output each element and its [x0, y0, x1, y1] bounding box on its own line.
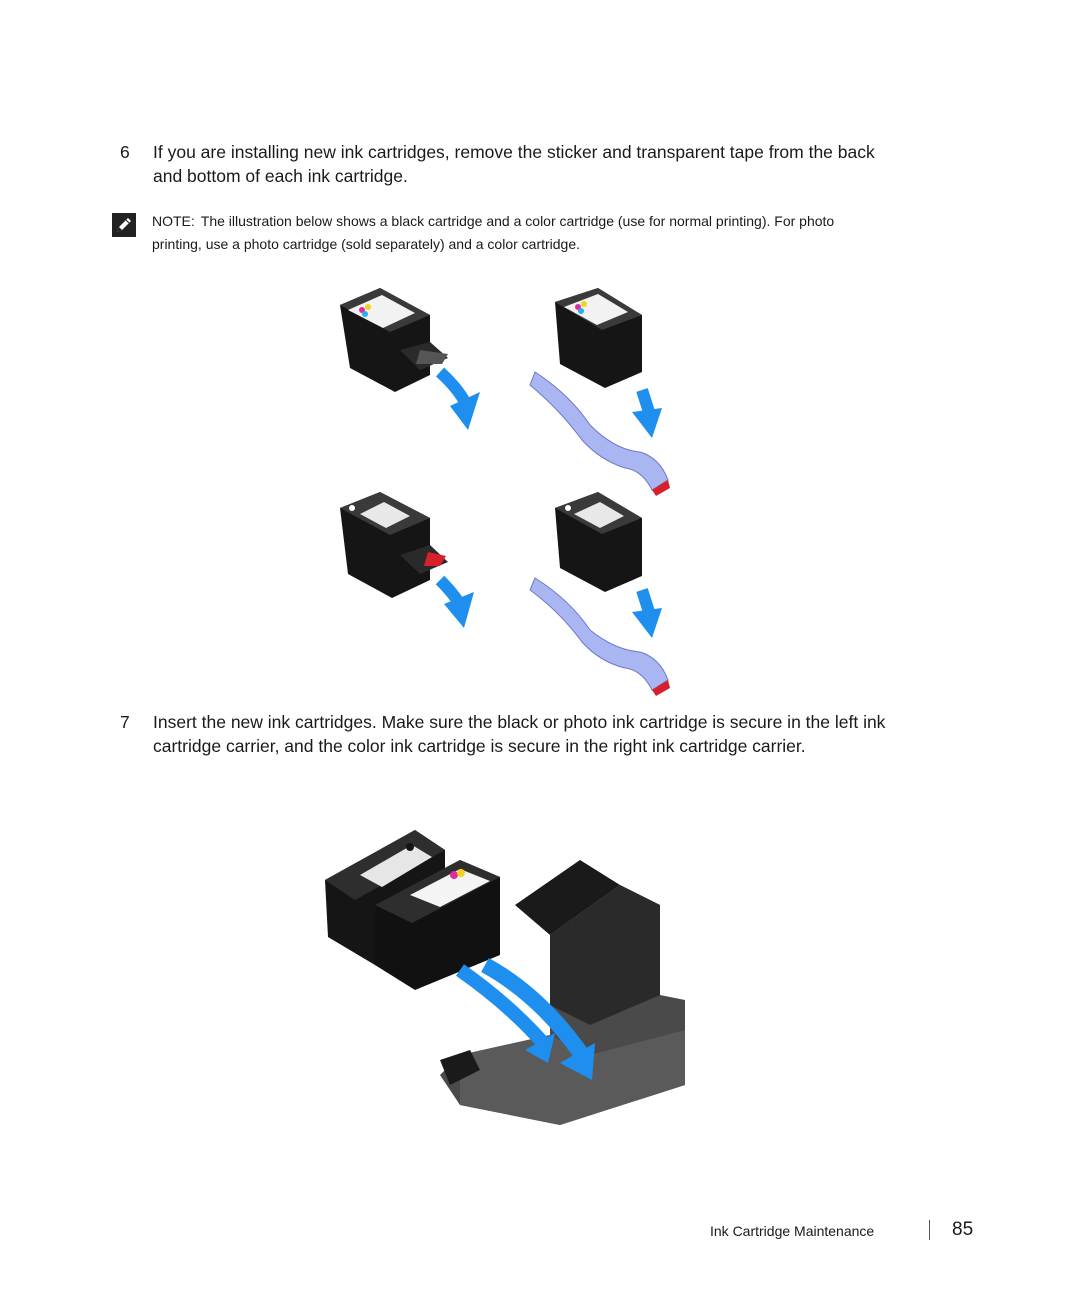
step-number: 7 [120, 712, 130, 732]
color-cartridge-sticker [340, 288, 448, 392]
step-7: 7 Insert the new ink cartridges. Make su… [120, 710, 900, 785]
step-number: 6 [120, 142, 130, 162]
page-number: 85 [952, 1219, 974, 1240]
step-text: If you are installing new ink cartridges… [153, 142, 875, 186]
note-label: NOTE: [152, 213, 195, 229]
note-box: NOTE:The illustration below shows a blac… [112, 210, 872, 260]
black-cartridge-sticker [340, 492, 448, 598]
tape-removal-illustration [340, 288, 670, 696]
cartridge-carrier [440, 860, 685, 1125]
cartridge-insertion-illustration [325, 830, 685, 1125]
black-cartridge-tape [555, 492, 642, 592]
arrow-down-icon [444, 592, 474, 628]
color-cartridge [375, 860, 500, 990]
arrow-down-icon [632, 608, 662, 638]
step-text: Insert the new ink cartridges. Make sure… [153, 712, 886, 756]
step-6: 6 If you are installing new ink cartridg… [120, 140, 900, 190]
insert-arrow-icon [455, 964, 551, 1050]
pencil-icon [112, 213, 136, 237]
color-cartridge-tape [555, 288, 642, 388]
footer-divider [929, 1220, 930, 1240]
arrow-down-icon [632, 408, 662, 438]
note-text: The illustration below shows a black car… [152, 213, 835, 252]
footer-section-title: Ink Cartridge Maintenance [710, 1223, 875, 1239]
insert-arrow-icon [481, 957, 589, 1060]
note-body: NOTE:The illustration below shows a blac… [152, 210, 872, 256]
